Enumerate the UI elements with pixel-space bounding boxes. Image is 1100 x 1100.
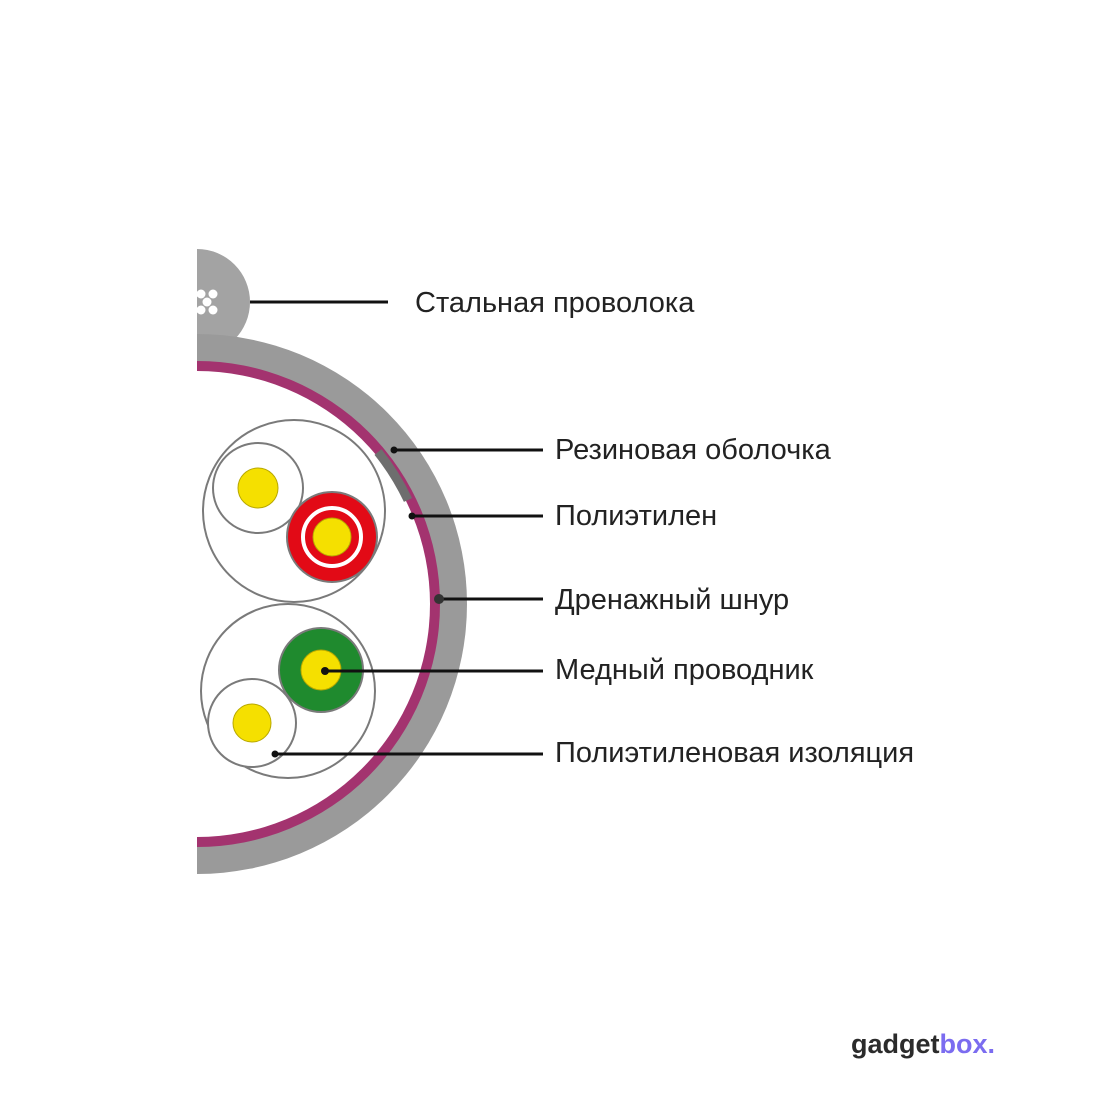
logo-text-gadget: gadget (851, 1029, 940, 1059)
steel-wire-strand (197, 305, 206, 315)
upper-pair-left-conductor (237, 467, 279, 509)
label-polyethylene: Полиэтилен (555, 500, 718, 532)
leader-dot (408, 512, 416, 520)
lower-pair-left-conductor (232, 703, 272, 743)
leader-dot (321, 667, 329, 675)
label-drain-cord: Дренажный шнур (555, 584, 790, 616)
steel-wire-strand (197, 289, 206, 299)
polyethylene-layer-arc (374, 449, 413, 502)
steel-wire-strand (202, 297, 212, 307)
gadgetbox-logo: gadgetbox. (851, 1027, 995, 1061)
steel-wire-strand (208, 289, 218, 299)
label-steel-wire: Стальная проволока (415, 287, 695, 319)
leader-dot (390, 446, 398, 454)
label-pe-insulation: Полиэтиленовая изоляция (555, 737, 915, 769)
label-copper-conductor: Медный проводник (555, 654, 814, 686)
steel-wire-strand (208, 305, 218, 315)
red-wire-conductor (312, 517, 352, 557)
label-rubber-sheath: Резиновая оболочка (555, 434, 831, 466)
logo-text-box: box. (939, 1029, 996, 1059)
red-insulation-ring (301, 506, 363, 568)
leader-dot (434, 594, 444, 604)
steel-wire-sheath (197, 249, 250, 355)
leader-dot (271, 750, 279, 758)
